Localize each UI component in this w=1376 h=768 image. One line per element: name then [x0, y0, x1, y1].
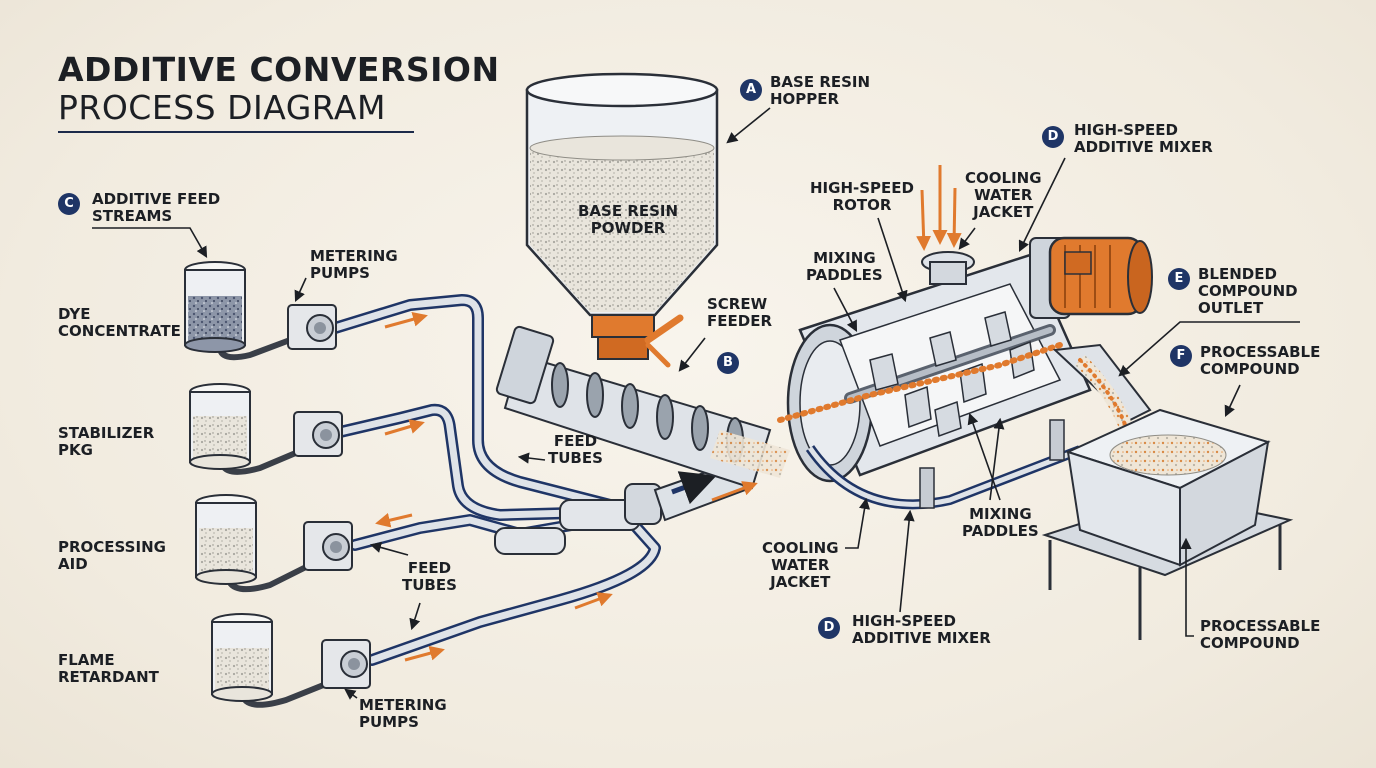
additive-tank-flame-retardant: [211, 613, 273, 702]
high-speed-mixer-body: [777, 251, 1092, 510]
label-additive-processing-aid: PROCESSING AID: [58, 538, 166, 573]
metering-pump-3: [303, 521, 353, 571]
title-underline: [58, 131, 414, 133]
callout-cooling-water-jacket-bottom: COOLING WATER JACKET: [762, 539, 839, 591]
callout-feed-tubes-lower: FEED TUBES: [402, 559, 457, 594]
callout-mixing-paddles-bottom: MIXING PADDLES: [962, 505, 1039, 540]
badge-d-bottom: D: [818, 617, 840, 639]
callout-metering-pumps-top: METERING PUMPS: [310, 247, 398, 282]
badge-a: A: [740, 79, 762, 101]
metering-pump-2: [293, 411, 343, 457]
badge-e: E: [1168, 268, 1190, 290]
screw-feeder: [495, 325, 790, 490]
badge-b: B: [717, 352, 739, 374]
additive-tank-dye: [184, 261, 246, 353]
badge-c: C: [58, 193, 80, 215]
callout-base-resin-powder: BASE RESIN POWDER: [578, 202, 679, 237]
badge-f: F: [1170, 345, 1192, 367]
callout-mixing-paddles-top: MIXING PADDLES: [806, 249, 883, 284]
callout-metering-pumps-bottom: METERING PUMPS: [359, 696, 447, 731]
additive-tank-processing-aid: [195, 494, 257, 585]
metering-pump-4: [321, 639, 371, 689]
additive-tank-stabilizer: [189, 383, 251, 470]
callout-base-resin-hopper: BASE RESIN HOPPER: [770, 73, 871, 108]
callout-high-speed-rotor: HIGH-SPEED ROTOR: [810, 179, 914, 214]
label-additive-stabilizer: STABILIZER PKG: [58, 424, 155, 459]
label-additive-flame-retardant: FLAME RETARDANT: [58, 651, 159, 686]
callout-high-speed-additive-mixer-top: HIGH-SPEED ADDITIVE MIXER: [1074, 121, 1213, 156]
mixer-motor: [1029, 236, 1153, 319]
metering-pump-1: [287, 304, 337, 350]
callout-additive-feed-streams: ADDITIVE FEED STREAMS: [92, 190, 221, 225]
feed-manifold: [494, 460, 747, 555]
base-resin-hopper: [525, 72, 719, 368]
callout-feed-tubes-upper: FEED TUBES: [548, 432, 603, 467]
callout-screw-feeder: SCREW FEEDER: [707, 295, 772, 330]
callout-processable-compound-bottom: PROCESSABLE COMPOUND: [1200, 617, 1321, 652]
flow-arrows: [375, 165, 962, 662]
callout-high-speed-additive-mixer-bottom: HIGH-SPEED ADDITIVE MIXER: [852, 612, 991, 647]
diagram-title: ADDITIVE CONVERSION: [58, 50, 500, 89]
label-additive-dye: DYE CONCENTRATE: [58, 305, 181, 340]
callout-processable-compound-top: PROCESSABLE COMPOUND: [1200, 343, 1321, 378]
badge-d-top: D: [1042, 126, 1064, 148]
callout-cooling-water-jacket-top: COOLING WATER JACKET: [965, 169, 1042, 221]
callout-blended-compound-outlet: BLENDED COMPOUND OUTLET: [1198, 265, 1298, 317]
callout-leaders: [92, 107, 1300, 700]
processable-compound-bin: [1041, 408, 1294, 640]
diagram-subtitle: PROCESS DIAGRAM: [58, 88, 386, 127]
